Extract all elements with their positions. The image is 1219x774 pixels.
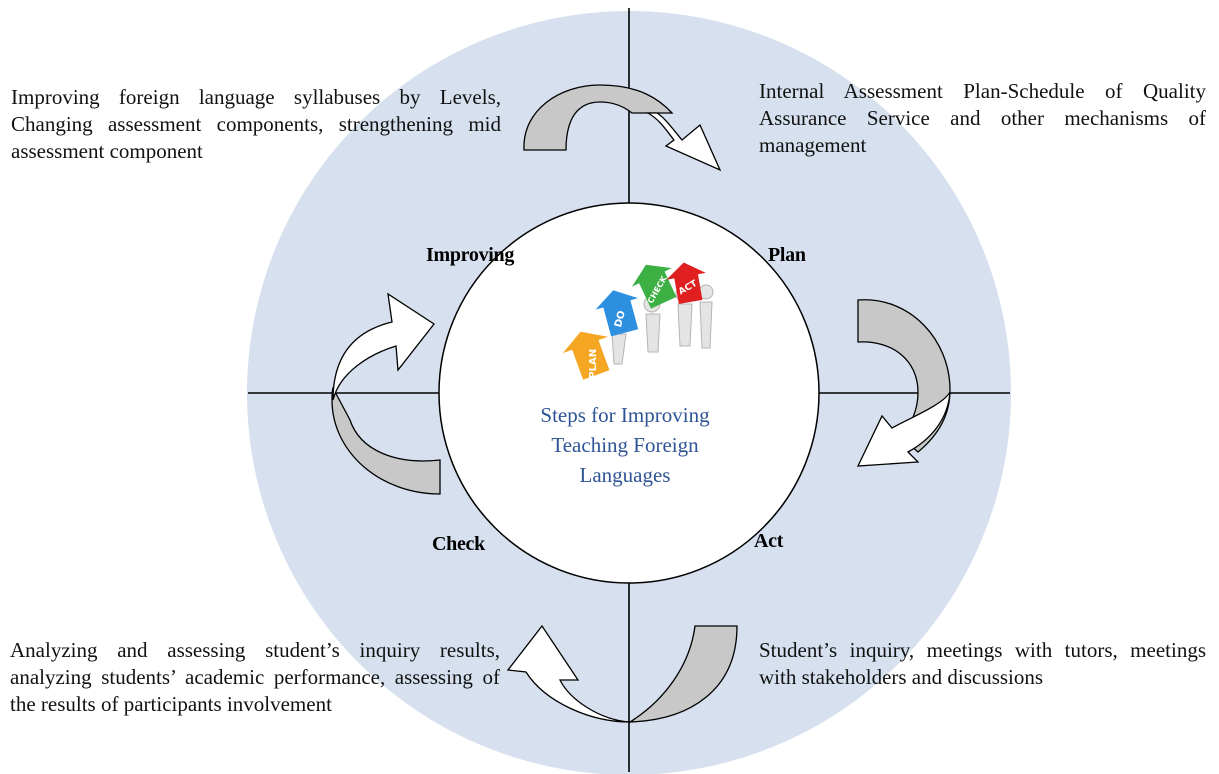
center-title: Steps for Improving Teaching Foreign Lan…: [470, 400, 780, 490]
cycle-arrow-top-icon: [523, 84, 722, 172]
cycle-arrow-right-icon: [856, 299, 951, 467]
description-top-left: Improving foreign language syllabuses by…: [11, 85, 501, 163]
stage-label-check: Check: [432, 533, 485, 555]
cycle-arrow-left-icon: [331, 292, 441, 495]
description-bottom-right: Student’s inquiry, meetings with tutors,…: [759, 638, 1206, 689]
cycle-arrow-bottom-icon: [506, 624, 738, 723]
stage-label-improving: Improving: [426, 244, 515, 266]
center-title-line-3: Languages: [579, 463, 671, 487]
pdca-illustration-icon: PLAN DO CHECK ACT: [562, 262, 714, 380]
stage-label-act: Act: [754, 530, 784, 552]
inner-circle: [438, 202, 820, 584]
stage-label-plan: Plan: [768, 244, 806, 266]
description-top-right: Internal Assessment Plan-Schedule of Qua…: [759, 79, 1206, 157]
center-title-line-1: Steps for Improving: [540, 403, 710, 427]
center-title-line-2: Teaching Foreign: [551, 433, 699, 457]
svg-text:PLAN: PLAN: [588, 349, 599, 379]
svg-text:DO: DO: [613, 310, 628, 329]
description-bottom-left: Analyzing and assessing student’s inquir…: [10, 638, 500, 716]
